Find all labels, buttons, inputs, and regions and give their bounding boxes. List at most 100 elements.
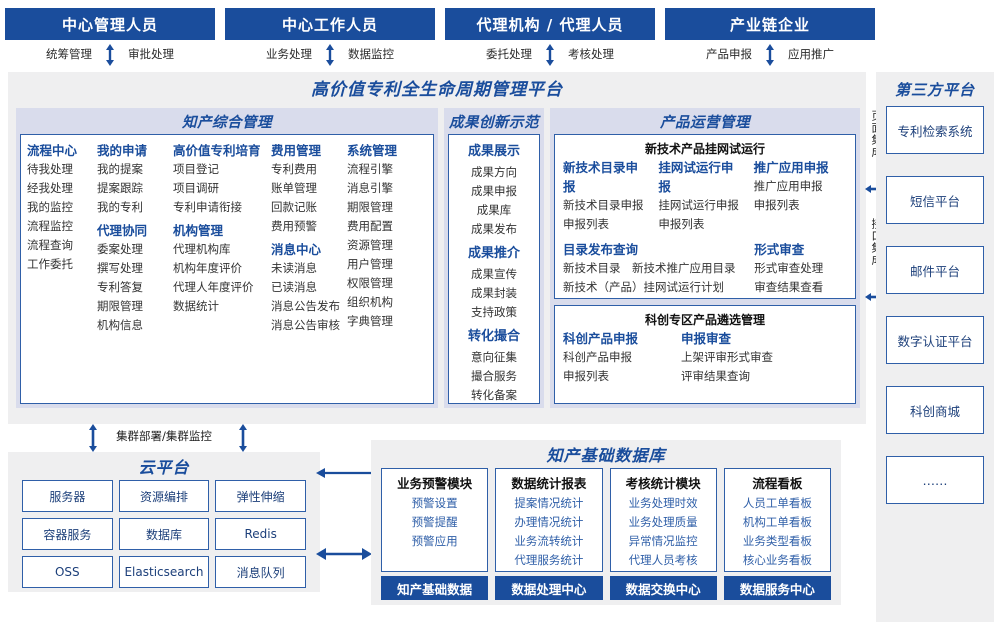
zhichan-menu-item[interactable]: 资源管理 <box>347 238 393 252</box>
zhichan-group-header[interactable]: 我的申请 <box>97 143 148 158</box>
chengguo-group-header[interactable]: 转化撮合 <box>467 329 520 344</box>
cloud-service-cell[interactable]: 容器服务 <box>22 518 113 550</box>
zhichan-menu-item[interactable]: 专利申请衔接 <box>173 200 242 214</box>
zhichan-group-header[interactable]: 费用管理 <box>271 143 322 158</box>
zhichan-menu-item[interactable]: 项目登记 <box>173 162 219 176</box>
zhichan-menu-item[interactable]: 费用配置 <box>347 219 393 233</box>
database-card-item[interactable]: 业务处理时效 <box>628 496 698 510</box>
third-party-item[interactable]: …… <box>886 456 984 504</box>
chanpin-menu-item[interactable]: 新技术目录申报 <box>563 198 644 212</box>
third-party-item[interactable]: 数字认证平台 <box>886 316 984 364</box>
role-title[interactable]: 产业链企业 <box>665 8 875 40</box>
database-card-item[interactable]: 预警应用 <box>411 534 458 548</box>
zhichan-group-header[interactable]: 流程中心 <box>27 143 78 158</box>
chanpin-group-header[interactable]: 推广应用申报 <box>753 160 829 175</box>
cloud-service-cell[interactable]: Elasticsearch <box>118 556 210 588</box>
zhichan-menu-item[interactable]: 数据统计 <box>173 299 219 313</box>
chanpin-menu-item[interactable]: 申报列表 <box>563 369 609 383</box>
chanpin-menu-item[interactable]: 审查结果查看 <box>754 280 824 294</box>
cloud-service-cell[interactable]: OSS <box>22 556 113 588</box>
chanpin-menu-item[interactable]: 申报列表 <box>658 217 705 231</box>
chanpin-menu-item[interactable]: 挂网试运行申报 <box>658 198 739 212</box>
zhichan-menu-item[interactable]: 经我处理 <box>27 181 73 195</box>
database-card-item[interactable]: 核心业务看板 <box>742 553 812 567</box>
chengguo-menu-item[interactable]: 意向征集 <box>471 350 517 364</box>
database-card-item[interactable]: 预警提醒 <box>411 515 458 529</box>
chanpin-menu-item[interactable]: 评审结果查询 <box>681 369 750 383</box>
zhichan-menu-item[interactable]: 项目调研 <box>173 181 219 195</box>
database-card-item[interactable]: 代理人员考核 <box>628 553 698 567</box>
zhichan-menu-item[interactable]: 账单管理 <box>271 181 317 195</box>
database-footer-button[interactable]: 知产基础数据 <box>381 576 489 600</box>
role-title[interactable]: 代理机构 / 代理人员 <box>445 8 655 40</box>
chanpin-menu-item[interactable]: 推广应用申报 <box>753 179 823 193</box>
cloud-service-cell[interactable]: 消息队列 <box>215 556 306 588</box>
cloud-service-cell[interactable]: 数据库 <box>118 518 210 550</box>
zhichan-menu-item[interactable]: 消息公告审核 <box>271 318 340 332</box>
zhichan-menu-item[interactable]: 流程查询 <box>27 238 73 252</box>
chengguo-menu-item[interactable]: 转化备案 <box>471 388 517 402</box>
chengguo-menu-item[interactable]: 成果库 <box>476 203 512 217</box>
database-card-item[interactable]: 业务处理质量 <box>628 515 698 529</box>
database-card-item[interactable]: 业务类型看板 <box>742 534 812 548</box>
chanpin-menu-item[interactable]: 申报列表 <box>753 198 800 212</box>
zhichan-menu-item[interactable]: 委案处理 <box>97 242 143 256</box>
zhichan-menu-item[interactable]: 代理人年度评价 <box>173 280 254 294</box>
zhichan-menu-item[interactable]: 费用预警 <box>271 219 317 233</box>
zhichan-menu-item[interactable]: 机构年度评价 <box>173 261 242 275</box>
chengguo-menu-item[interactable]: 成果封装 <box>471 286 517 300</box>
chengguo-group-header[interactable]: 成果展示 <box>467 144 520 159</box>
chanpin-group-header[interactable]: 申报审查 <box>681 331 732 346</box>
chengguo-menu-item[interactable]: 成果宣传 <box>471 267 517 281</box>
role-title[interactable]: 中心工作人员 <box>225 8 435 40</box>
zhichan-menu-item[interactable]: 提案跟踪 <box>97 181 143 195</box>
chanpin-group-header[interactable]: 挂网试运行申报 <box>658 160 734 194</box>
zhichan-menu-item[interactable]: 专利费用 <box>271 162 317 176</box>
chengguo-menu-item[interactable]: 成果发布 <box>471 222 517 236</box>
zhichan-menu-item[interactable]: 我的专利 <box>97 200 143 214</box>
zhichan-group-header[interactable]: 系统管理 <box>347 143 398 158</box>
chanpin-menu-item[interactable]: 形式审查处理 <box>754 261 824 275</box>
role-title[interactable]: 中心管理人员 <box>5 8 215 40</box>
chanpin-group-header[interactable]: 形式审查 <box>754 242 805 257</box>
database-card-item[interactable]: 人员工单看板 <box>742 496 812 510</box>
zhichan-group-header[interactable]: 代理协同 <box>97 223 148 238</box>
zhichan-menu-item[interactable]: 代理机构库 <box>173 242 231 256</box>
chanpin-menu-item[interactable]: 申报列表 <box>563 217 609 231</box>
zhichan-menu-item[interactable]: 期限管理 <box>97 299 143 313</box>
zhichan-menu-item[interactable]: 未读消息 <box>271 261 317 275</box>
chengguo-menu-item[interactable]: 支持政策 <box>471 305 517 319</box>
cloud-service-cell[interactable]: 服务器 <box>22 480 113 512</box>
chengguo-group-header[interactable]: 成果推介 <box>467 246 520 261</box>
chanpin-group-header[interactable]: 新技术目录申报 <box>563 160 639 194</box>
zhichan-menu-item[interactable]: 期限管理 <box>347 200 393 214</box>
zhichan-group-header[interactable]: 消息中心 <box>271 242 322 257</box>
database-footer-button[interactable]: 数据服务中心 <box>723 576 831 600</box>
database-card-item[interactable]: 业务流转统计 <box>514 534 584 548</box>
zhichan-menu-item[interactable]: 回款记账 <box>271 200 317 214</box>
zhichan-menu-item[interactable]: 已读消息 <box>271 280 317 294</box>
zhichan-menu-item[interactable]: 权限管理 <box>347 276 393 290</box>
database-card-item[interactable]: 预警设置 <box>411 496 458 510</box>
zhichan-group-header[interactable]: 机构管理 <box>173 223 224 238</box>
zhichan-menu-item[interactable]: 我的提案 <box>97 162 143 176</box>
zhichan-menu-item[interactable]: 字典管理 <box>347 314 393 328</box>
chanpin-group-header[interactable]: 目录发布查询 <box>563 242 639 257</box>
zhichan-menu-item[interactable]: 流程监控 <box>27 219 73 233</box>
chanpin-menu-item[interactable]: 上架评审形式审查 <box>681 350 773 364</box>
cloud-service-cell[interactable]: 资源编排 <box>118 480 210 512</box>
zhichan-menu-item[interactable]: 待我处理 <box>27 162 73 176</box>
chengguo-menu-item[interactable]: 成果方向 <box>471 165 517 179</box>
database-card-item[interactable]: 机构工单看板 <box>742 515 812 529</box>
chanpin-group-header[interactable]: 科创产品申报 <box>563 331 639 346</box>
third-party-item[interactable]: 科创商城 <box>886 386 984 434</box>
database-card-item[interactable]: 办理情况统计 <box>514 515 584 529</box>
zhichan-menu-item[interactable]: 消息引擎 <box>347 181 393 195</box>
database-card-item[interactable]: 提案情况统计 <box>514 496 584 510</box>
third-party-item[interactable]: 短信平台 <box>886 176 984 224</box>
zhichan-menu-item[interactable]: 工作委托 <box>27 257 73 271</box>
cloud-service-cell[interactable]: Redis <box>215 518 306 550</box>
zhichan-menu-item[interactable]: 用户管理 <box>347 257 393 271</box>
chanpin-menu-item[interactable]: 科创产品申报 <box>563 350 632 364</box>
zhichan-group-header[interactable]: 高价值专利培育 <box>173 143 261 158</box>
